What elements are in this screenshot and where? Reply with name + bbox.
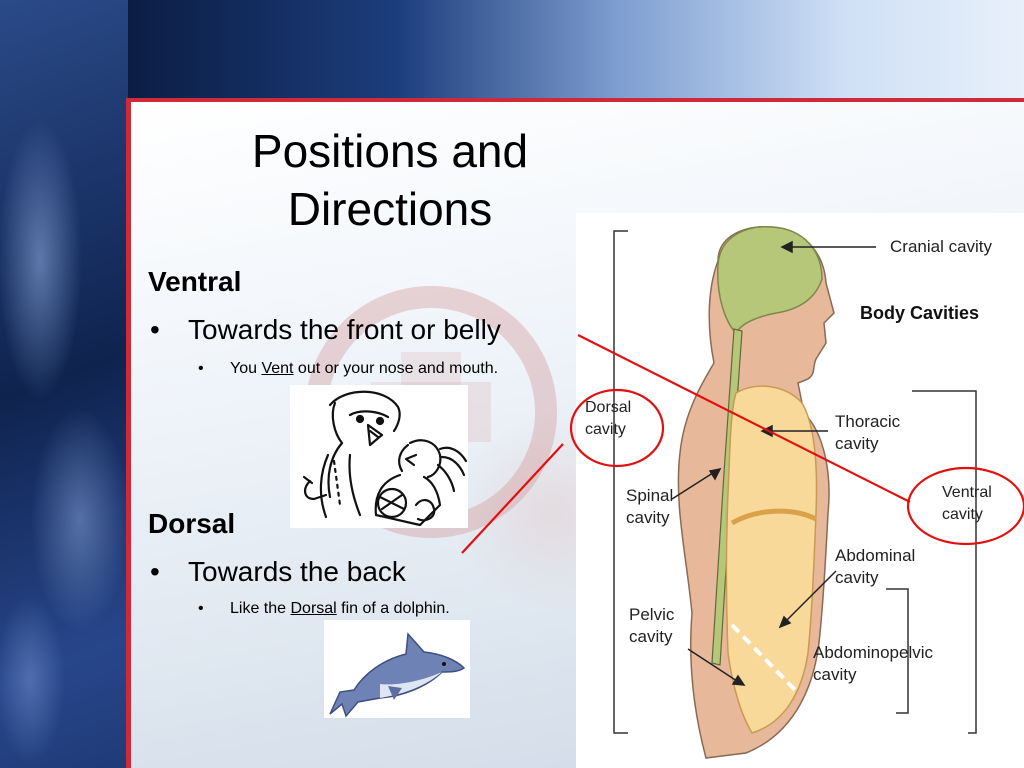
slide-title: Positions and Directions [251, 125, 529, 235]
dorsal-callout-label: Dorsal cavity [585, 399, 632, 438]
abdominopelvic-bracket [886, 588, 909, 714]
bullet-icon: • [150, 314, 160, 345]
dorsal-bracket [613, 230, 628, 734]
abdominal-cavity-label: Abdominal cavity [835, 546, 916, 587]
ventral-bullet-text: Towards the front or belly [188, 314, 501, 345]
spinal-cavity-label: Spinal cavity [626, 486, 674, 527]
ventral-callout-label: Ventral cavity [942, 484, 992, 523]
ventral-bracket [912, 390, 977, 734]
accent-line-left [126, 98, 131, 768]
ventral-sub-prefix: You [230, 360, 262, 377]
shouting-people-clipart [290, 385, 468, 528]
dorsal-bullet: • Towards the back [150, 556, 406, 588]
clip-art-dolphin-icon [329, 632, 466, 718]
ventral-heading: Ventral [148, 266, 242, 297]
clip-art-shouting-people-icon [302, 390, 468, 527]
ventral-bullet: • Towards the front or belly [150, 314, 501, 346]
accent-line-top [126, 98, 1024, 102]
dolphin-clipart [324, 620, 470, 718]
cranial-cavity-shape [717, 226, 823, 335]
bullet-icon: • [198, 360, 204, 377]
dorsal-bullet-text: Towards the back [188, 556, 406, 587]
figure-title: Body Cavities [860, 303, 980, 323]
cranial-cavity-label: Cranial cavity [890, 237, 993, 256]
ventral-sub-suffix: out or your nose and mouth. [293, 360, 499, 377]
ventral-sub-bullet: • You Vent out or your nose and mouth. [198, 360, 498, 378]
dorsal-sub-suffix: fin of a dolphin. [336, 600, 450, 617]
dorsal-sub-prefix: Like the [230, 600, 291, 617]
diaphragm-line [730, 508, 818, 526]
dorsal-heading: Dorsal [148, 508, 236, 539]
thoracic-cavity-label: Thoracic cavity [835, 412, 901, 453]
bullet-icon: • [198, 600, 204, 617]
dorsal-sub-bullet: • Like the Dorsal fin of a dolphin. [198, 600, 450, 618]
dorsal-sub-key: Dorsal [290, 600, 337, 617]
header-banner [128, 0, 1024, 98]
pelvic-cavity-label: Pelvic cavity [629, 605, 675, 646]
bullet-icon: • [150, 556, 160, 587]
abdominopelvic-cavity-label: Abdominopelvic cavity [813, 643, 934, 684]
ventral-sub-key: Vent [261, 360, 294, 377]
